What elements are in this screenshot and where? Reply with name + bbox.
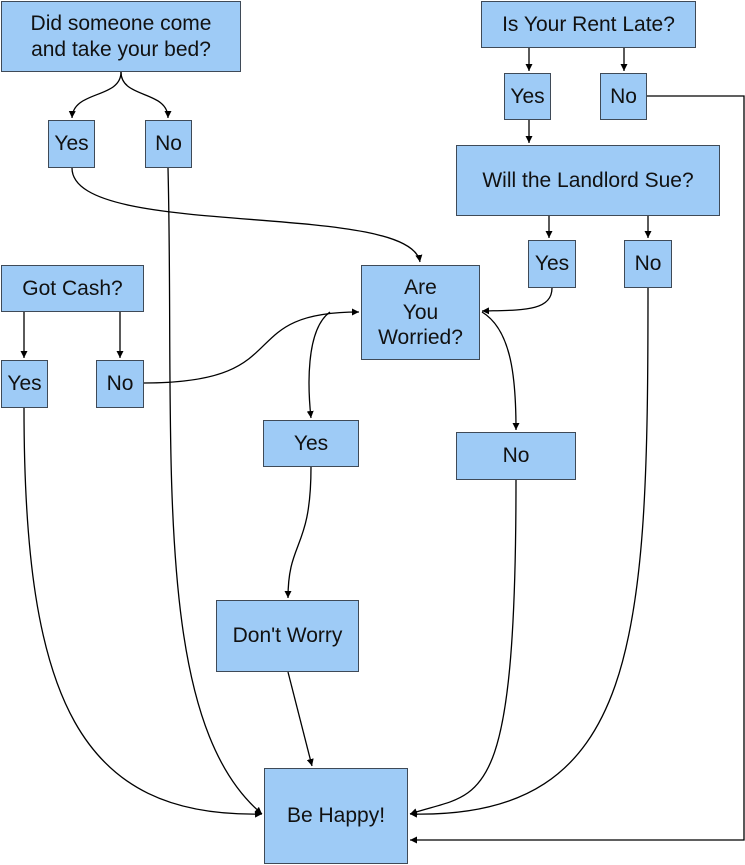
worried-question-node: Are You Worried?: [361, 265, 480, 360]
edge-sue-no-to-be-happy: [409, 287, 649, 818]
edge-sue-yes-to-worried-q: [481, 287, 553, 315]
be-happy-node: Be Happy!: [264, 768, 408, 864]
edge-worried-q-to-worried-yes: [306, 311, 331, 419]
edge-bed-q-to-bed-yes: [68, 71, 122, 119]
edge-worried-yes-to-dont-worry: [284, 466, 312, 599]
rent-question-node: Is Your Rent Late?: [481, 1, 696, 48]
edge-bed-yes-to-worried-q: [71, 167, 423, 263]
dont-worry-node: Don't Worry: [216, 600, 359, 672]
cash-no-node: No: [96, 360, 144, 408]
worried-no-node: No: [456, 432, 576, 480]
cash-question-node: Got Cash?: [1, 265, 144, 312]
bed-yes-node: Yes: [48, 120, 95, 168]
sue-no-node: No: [624, 240, 672, 288]
sue-yes-node: Yes: [528, 240, 576, 288]
worried-yes-node: Yes: [263, 420, 359, 467]
edge-cash-yes-to-be-happy: [23, 407, 263, 818]
edge-dont-worry-to-be-happy: [287, 671, 314, 767]
cash-yes-node: Yes: [1, 360, 48, 408]
edge-bed-no-to-be-happy: [167, 167, 263, 815]
edge-cash-no-to-worried-q: [143, 308, 360, 384]
rent-no-node: No: [600, 73, 647, 120]
edge-worried-q-to-worried-no: [481, 311, 520, 431]
edge-rent-no-to-be-happy: [410, 95, 745, 844]
rent-yes-node: Yes: [504, 73, 551, 120]
bed-question-node: Did someone come and take your bed?: [1, 1, 241, 72]
edge-worried-no-to-be-happy: [409, 479, 517, 816]
bed-no-node: No: [145, 120, 192, 168]
landlord-sue-question-node: Will the Landlord Sue?: [456, 145, 720, 216]
edge-bed-q-to-bed-no: [120, 71, 172, 119]
